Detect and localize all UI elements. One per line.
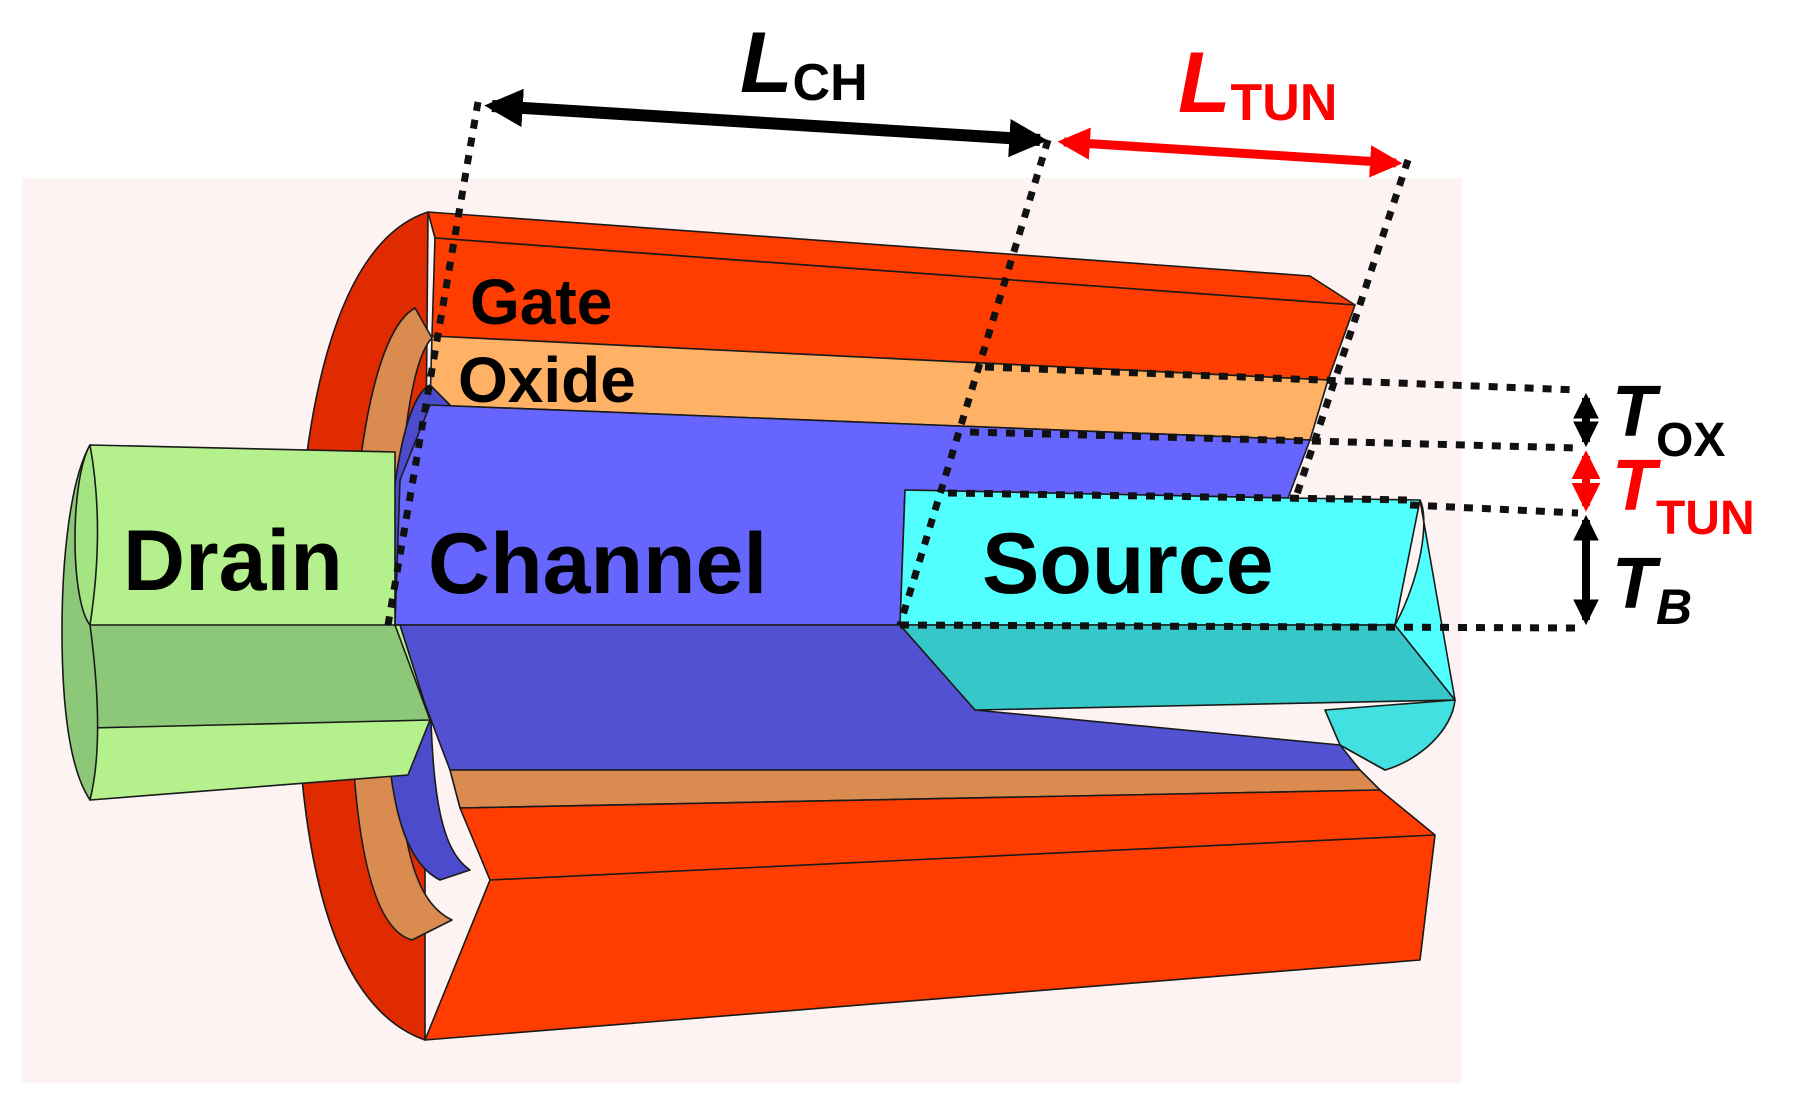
- ltun-sub: TUN: [1231, 74, 1338, 132]
- drain-side-face: [89, 624, 431, 729]
- gate-lower-face-line: [489, 834, 1436, 881]
- source-end-cap-right: [1324, 699, 1456, 771]
- tox-label: TOX: [1612, 372, 1725, 467]
- ltun-main: L: [1178, 35, 1231, 131]
- oxide-label: Oxide: [458, 344, 636, 416]
- ltun-label: LTUN: [1178, 35, 1337, 132]
- dotted-line-ltun-right: [1291, 158, 1412, 502]
- dotted-line-oxide-top: [984, 363, 1579, 394]
- tb-label: TB: [1612, 544, 1692, 635]
- tox-main: T: [1612, 372, 1662, 452]
- channel-label: Channel: [428, 516, 767, 612]
- lch-main: L: [740, 15, 793, 111]
- tb-main: T: [1612, 544, 1662, 624]
- tb-sub: B: [1656, 579, 1692, 635]
- source-lower-face: [899, 624, 1456, 711]
- lch-label: LCH: [740, 15, 868, 112]
- gate-label: Gate: [470, 266, 612, 338]
- ltun-arrow: [1057, 127, 1403, 178]
- drain-end-cap-inner: [74, 444, 99, 626]
- drain-label: Drain: [123, 513, 343, 609]
- ttun-sub: TUN: [1656, 492, 1755, 545]
- dotted-line-lch-right: [896, 138, 1052, 627]
- ttun-main: T: [1612, 446, 1662, 526]
- dotted-line-oxide-bottom: [969, 428, 1579, 452]
- source-label: Source: [982, 516, 1274, 612]
- dotted-line-source-bottom: [899, 621, 1579, 632]
- ttun-label: TTUN: [1612, 446, 1755, 545]
- dotted-line-source-top: [947, 489, 1411, 504]
- lch-arrow: [484, 88, 1048, 158]
- drain-body: [89, 444, 431, 801]
- tox-sub: OX: [1656, 414, 1725, 467]
- lch-sub: CH: [793, 54, 868, 112]
